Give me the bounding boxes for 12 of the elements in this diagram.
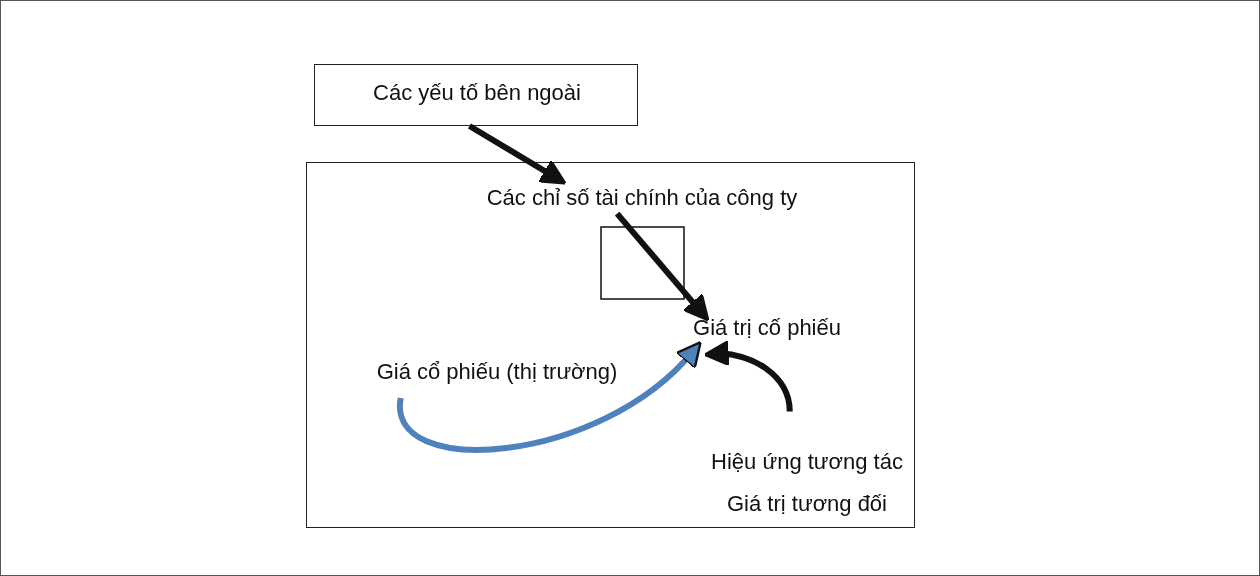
node-label: Các yếu tố bên ngoài (373, 80, 581, 106)
node-label: Giá cổ phiếu (thị trường) (376, 359, 618, 385)
node-label: Hiệu ứng tương tác (711, 449, 903, 475)
arrow (467, 123, 567, 185)
node-label: Các chỉ số tài chính của công ty (486, 185, 798, 211)
arrow (397, 341, 703, 453)
arrow (614, 211, 710, 322)
node-label: Giá trị tương đối (727, 491, 887, 517)
node-label: Giá trị cố phiếu (693, 315, 841, 341)
text-box (314, 64, 638, 126)
outline-box (306, 162, 915, 528)
arrow (703, 340, 793, 412)
